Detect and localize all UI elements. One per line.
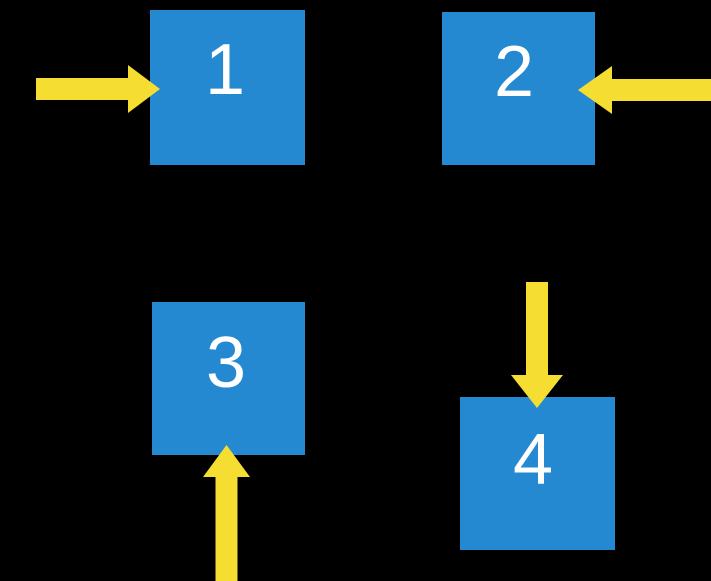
arrow-right-icon [36, 65, 160, 113]
arrow-left-icon [578, 66, 711, 114]
arrow-up-icon [203, 445, 250, 581]
node-box-3[interactable] [152, 302, 305, 455]
node-label-1: 1 [205, 30, 246, 110]
arrow-down-icon [511, 282, 563, 408]
node-label-2: 2 [494, 32, 535, 112]
node-box-2[interactable] [442, 12, 595, 165]
node-box-4[interactable] [460, 397, 615, 550]
node-label-4: 4 [513, 420, 554, 500]
node-label-3: 3 [206, 323, 247, 403]
node-box-1[interactable] [150, 10, 305, 165]
